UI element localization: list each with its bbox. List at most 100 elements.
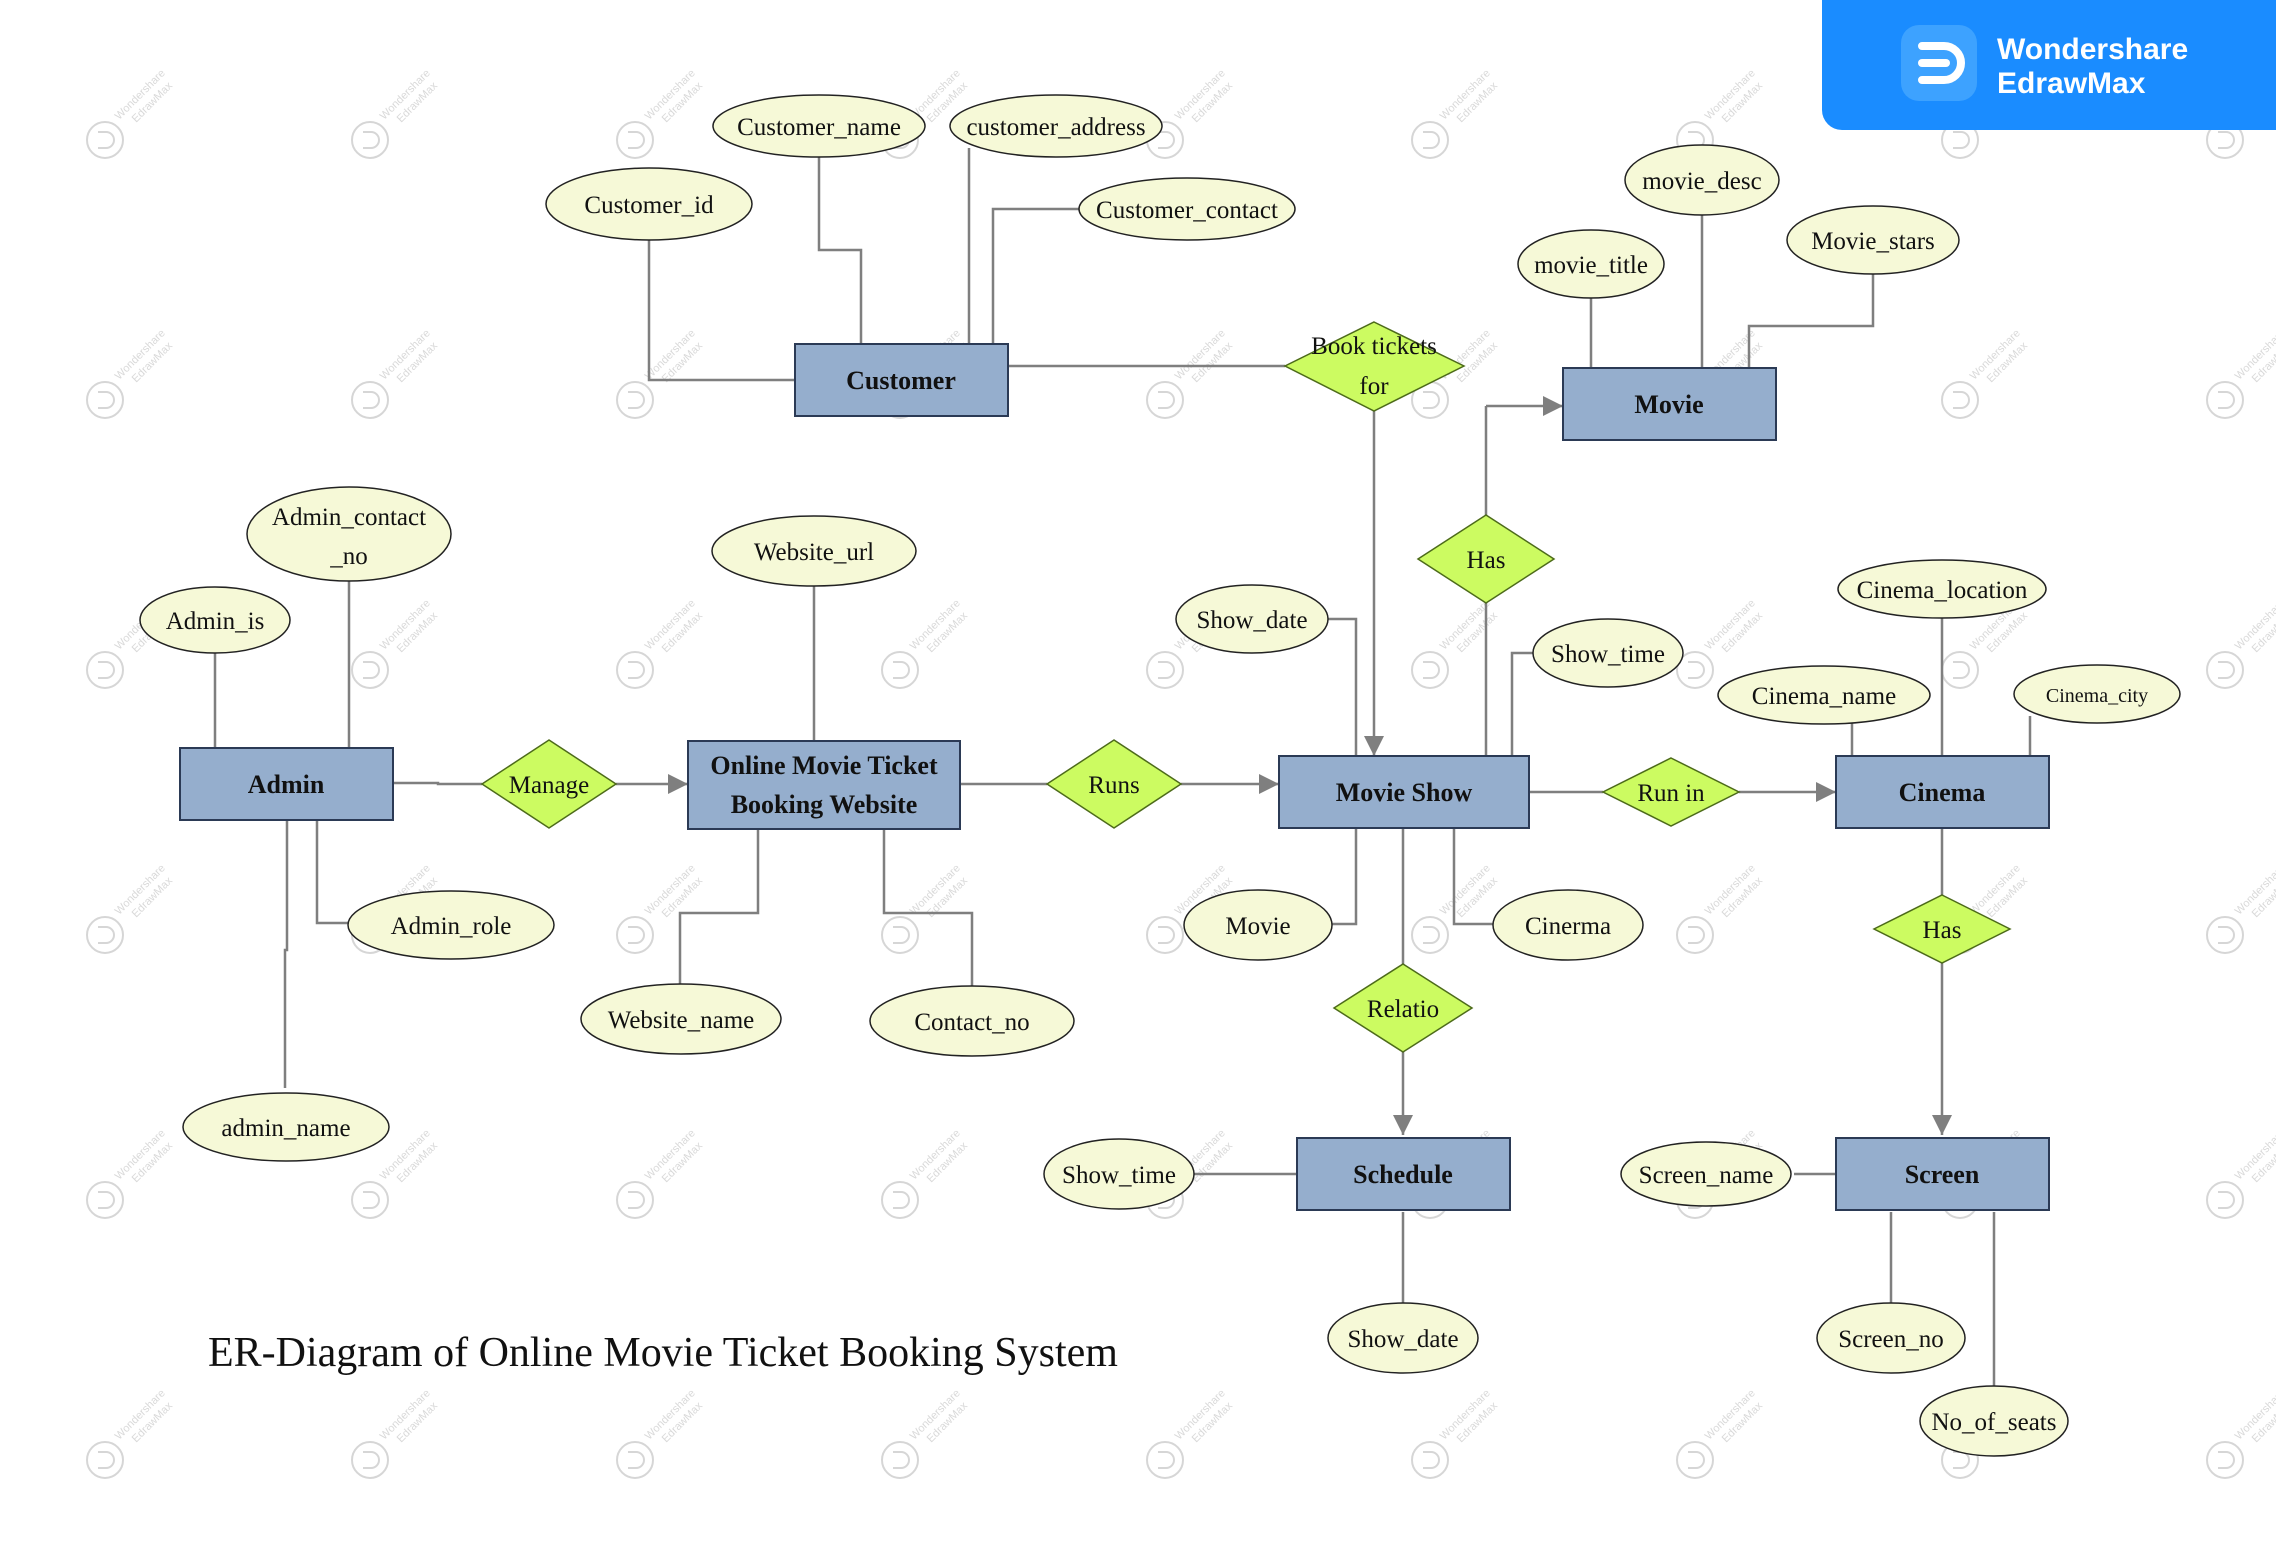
rel-has-movie-label: Has [1467, 547, 1506, 574]
attr-cinerma[interactable]: Cinerma [1492, 889, 1644, 961]
line-admin-manage [393, 781, 482, 786]
attr-customer-id[interactable]: Customer_id [545, 167, 753, 241]
rel-has-movie[interactable]: Has [1416, 514, 1556, 604]
attr-contact-no-label: Contact_no [914, 1009, 1029, 1036]
attr-ms-show-date[interactable]: Show_date [1175, 584, 1329, 654]
attr-movie-stars[interactable]: Movie_stars [1786, 205, 1960, 275]
rel-has-screen-label: Has [1923, 917, 1962, 944]
entity-screen-label: Screen [1905, 1160, 1980, 1189]
entity-admin-label: Admin [248, 770, 325, 799]
entity-cinema-label: Cinema [1899, 778, 1986, 807]
attr-screen-no[interactable]: Screen_no [1816, 1302, 1966, 1374]
rel-book-label-2: for [1359, 373, 1389, 400]
attr-cinema-location[interactable]: Cinema_location [1837, 559, 2047, 619]
entity-movie-show[interactable]: Movie Show [1278, 755, 1530, 829]
line-customer-id [647, 240, 795, 382]
entity-cinema[interactable]: Cinema [1835, 755, 2050, 829]
attr-cinema-name-label: Cinema_name [1752, 683, 1896, 710]
attr-movie-title[interactable]: movie_title [1517, 229, 1665, 299]
attributes: Customer_id Customer_name customer_addre… [139, 94, 2181, 1457]
line-ms-show-time [1510, 651, 1533, 756]
entity-schedule[interactable]: Schedule [1296, 1137, 1511, 1211]
attr-cinema-location-label: Cinema_location [1857, 577, 2028, 604]
line-admin-role [315, 820, 348, 925]
attr-ms-show-time-label: Show_time [1551, 641, 1665, 668]
attr-admin-role[interactable]: Admin_role [347, 890, 555, 960]
attr-customer-contact[interactable]: Customer_contact [1078, 177, 1296, 241]
attr-admin-name[interactable]: admin_name [182, 1092, 390, 1162]
attr-customer-name[interactable]: Customer_name [712, 94, 926, 158]
rel-relatio[interactable]: Relatio [1332, 963, 1474, 1053]
attr-website-name-label: Website_name [608, 1007, 755, 1034]
rel-has-screen[interactable]: Has [1872, 894, 2012, 964]
attr-admin-is[interactable]: Admin_is [139, 586, 291, 654]
attr-admin-contact-label-2: _no [329, 543, 368, 570]
attr-customer-address[interactable]: customer_address [949, 94, 1163, 158]
rel-book-tickets[interactable]: Book tickets for [1283, 321, 1466, 412]
attr-movie-desc[interactable]: movie_desc [1624, 144, 1780, 216]
entity-screen[interactable]: Screen [1835, 1137, 2050, 1211]
attr-ms-movie[interactable]: Movie [1183, 889, 1333, 961]
attr-contact-no[interactable]: Contact_no [869, 985, 1075, 1057]
entity-movie-show-label: Movie Show [1336, 778, 1473, 807]
attr-no-of-seats-label: No_of_seats [1932, 1409, 2057, 1436]
rel-runs[interactable]: Runs [1045, 739, 1183, 829]
attr-admin-contact[interactable]: Admin_contact _no [246, 486, 452, 582]
rel-book-label-1: Book tickets [1311, 333, 1437, 360]
attr-cinema-name[interactable]: Cinema_name [1717, 665, 1931, 725]
line-ms-show-date [1312, 617, 1358, 756]
entity-admin[interactable]: Admin [179, 747, 394, 821]
line-ms-movie [1332, 828, 1358, 926]
attr-website-name[interactable]: Website_name [580, 983, 782, 1055]
attr-admin-contact-label-1: Admin_contact [272, 504, 426, 531]
attr-cinema-city[interactable]: Cinema_city [2013, 664, 2181, 724]
rel-run-in[interactable]: Run in [1601, 757, 1741, 827]
attr-sched-show-time[interactable]: Show_time [1043, 1138, 1195, 1210]
attr-movie-desc-label: movie_desc [1642, 168, 1761, 195]
rel-manage-label: Manage [509, 772, 590, 799]
attr-ms-show-date-label: Show_date [1196, 607, 1307, 634]
entity-customer[interactable]: Customer [794, 343, 1009, 417]
entity-website[interactable]: Online Movie Ticket Booking Website [687, 740, 961, 830]
attr-no-of-seats[interactable]: No_of_seats [1919, 1385, 2069, 1457]
attr-website-url[interactable]: Website_url [711, 515, 917, 587]
attr-ms-show-time[interactable]: Show_time [1532, 618, 1684, 688]
entity-customer-label: Customer [846, 366, 956, 395]
attr-sched-show-date[interactable]: Show_date [1327, 1302, 1479, 1374]
attr-customer-contact-label: Customer_contact [1096, 197, 1278, 224]
attr-screen-no-label: Screen_no [1838, 1326, 1944, 1353]
attr-customer-name-label: Customer_name [737, 114, 901, 141]
brand-badge: Wondershare EdrawMax [1822, 0, 2276, 130]
attr-cinerma-label: Cinerma [1525, 913, 1611, 940]
attr-website-url-label: Website_url [754, 539, 874, 566]
entities: Customer Movie Admin Online Movie Ticket… [179, 343, 2050, 1211]
line-contact-no [882, 829, 974, 997]
attr-admin-is-label: Admin_is [166, 608, 265, 635]
rel-manage[interactable]: Manage [480, 739, 618, 829]
attr-movie-title-label: movie_title [1534, 252, 1648, 279]
line-ms-cinerma [1452, 828, 1493, 926]
attr-ms-movie-label: Movie [1225, 913, 1290, 940]
attr-screen-name[interactable]: Screen_name [1620, 1141, 1792, 1207]
entity-movie[interactable]: Movie [1562, 367, 1777, 441]
connectors [213, 148, 2032, 1386]
line-movie-stars [1747, 274, 1875, 368]
attr-cinema-city-label: Cinema_city [2046, 685, 2148, 707]
